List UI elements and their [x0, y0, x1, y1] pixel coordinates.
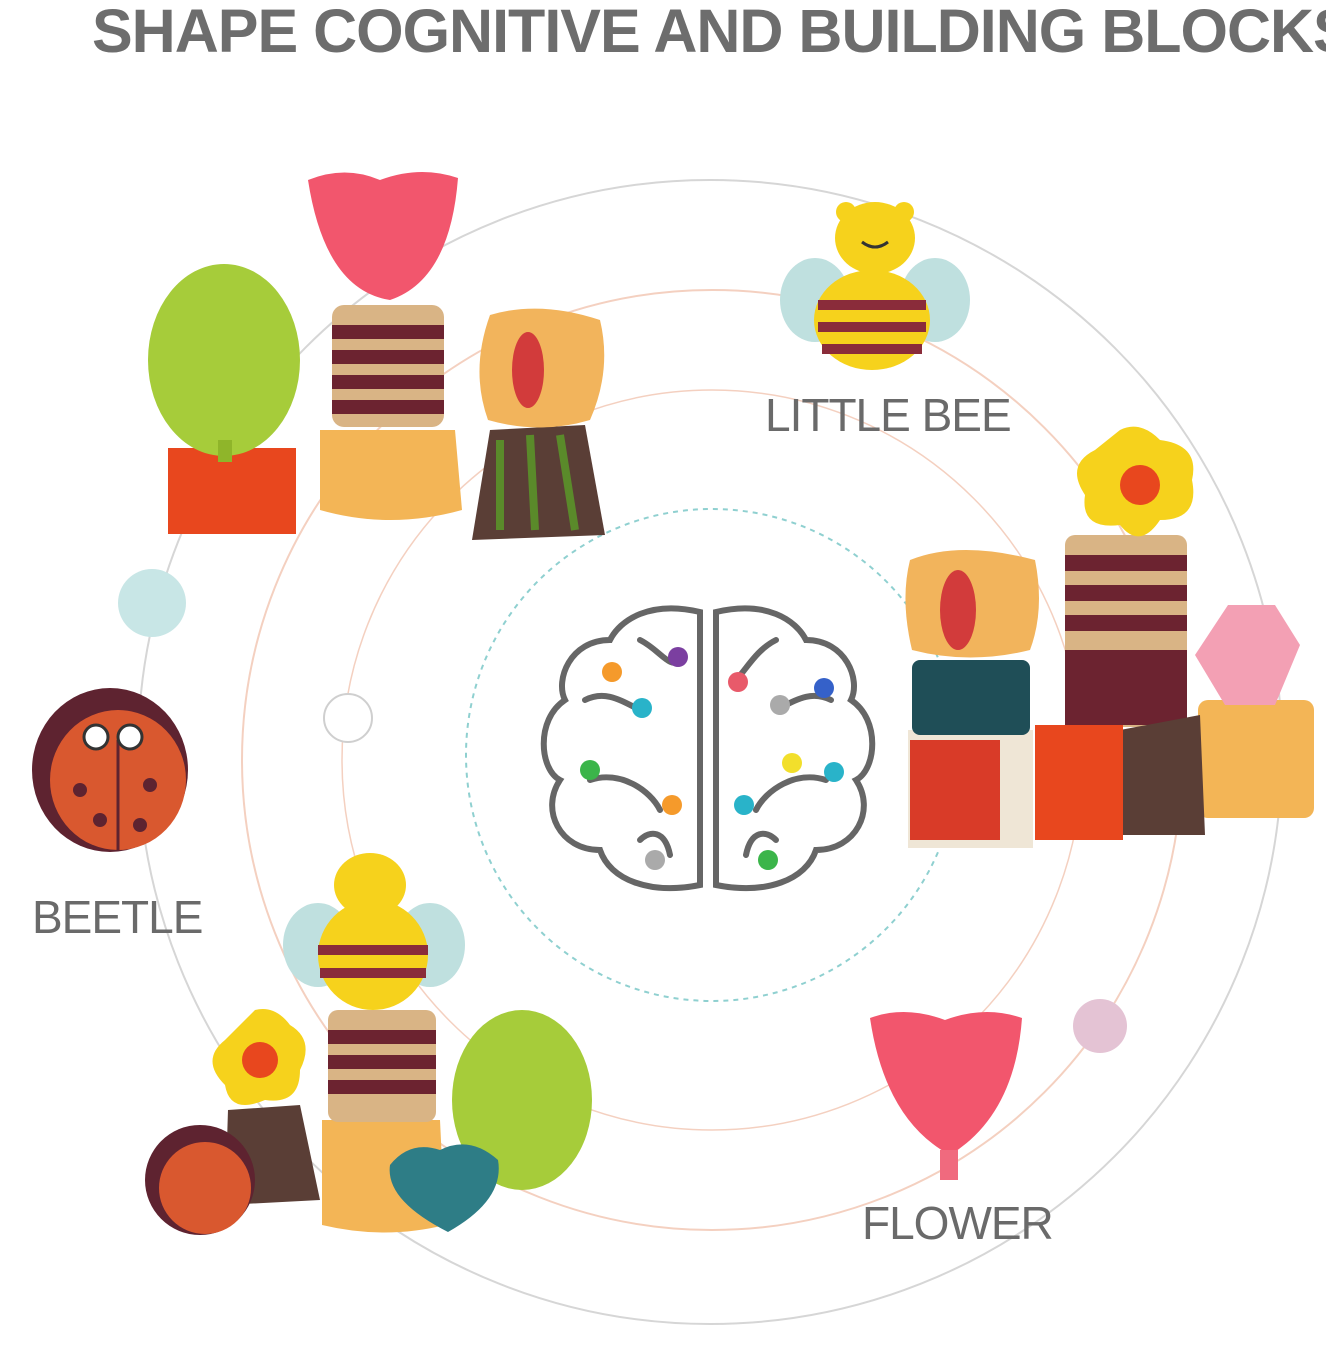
- flower-toy: [870, 1011, 1022, 1180]
- bee-toy-top: [780, 202, 970, 370]
- page-title: SHAPE COGNITIVE AND BUILDING BLOCKS: [92, 0, 1326, 65]
- label-little-bee: LITTLE BEE: [765, 389, 1012, 441]
- label-flower: FLOWER: [862, 1197, 1054, 1249]
- brain-icon: [540, 605, 876, 891]
- pink-dot: [1073, 999, 1127, 1053]
- red-block: [168, 448, 296, 534]
- orange-cone: [320, 430, 462, 520]
- toy-group-right: [905, 426, 1314, 848]
- dashed-circle: [465, 508, 959, 1002]
- pink-tulip: [308, 171, 458, 300]
- teal-dot: [118, 569, 186, 637]
- white-dot: [323, 693, 373, 743]
- toy-group-top-left: [148, 171, 605, 540]
- label-beetle: BEETLE: [32, 891, 203, 943]
- green-balloon: [148, 264, 300, 456]
- beetle-toy: [32, 688, 188, 852]
- toy-group-bottom-left: [145, 853, 592, 1235]
